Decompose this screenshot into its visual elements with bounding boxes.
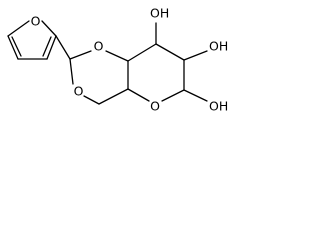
bond-o-bottom-acetal [69, 58, 74, 85]
bond-c4-c3 [155, 43, 185, 61]
bond-o-top-c4a [105, 50, 129, 62]
hydroxyl-groups: OH OH OH [150, 6, 228, 114]
dioxane-oxygen-bottom-label: O [74, 84, 84, 99]
bond-c2-oh [183, 89, 208, 102]
molecule-structure: O O O O OH OH [7, 6, 228, 114]
furan-ring: O [7, 14, 57, 60]
dioxane-oxygen-top-label: O [94, 39, 104, 54]
bond-c4a-c4 [127, 43, 157, 62]
furan-oxygen-label: O [31, 14, 41, 29]
bond-acetal-o-top [69, 50, 92, 60]
pyran-ring: O [127, 43, 185, 114]
pyran-oxygen-label: O [150, 99, 160, 114]
dioxane-ring: O O [69, 39, 129, 105]
bond-furan-c5-c4-double [11, 36, 22, 57]
hydroxyl-bottom-label: OH [209, 99, 228, 114]
hydroxyl-top-label: OH [150, 6, 169, 21]
bond-ch2-o-bottom [83, 95, 100, 105]
bond-furan-c3-c2 [46, 35, 57, 60]
bond-furan-c3-c2-double [42, 36, 52, 57]
molecule-canvas: O O O O OH OH [7, 5, 229, 114]
bond-furan-to-acetal [55, 35, 71, 60]
bond-c2-ring-o [161, 89, 185, 102]
bond-c8a-ch2 [98, 88, 129, 105]
bond-c3-oh [183, 50, 208, 61]
hydroxyl-middle-label: OH [209, 39, 228, 54]
bond-furan-c5-c4 [7, 35, 19, 60]
bond-ring-o-c8a [127, 88, 150, 102]
bond-furan-o-c5 [7, 20, 30, 37]
bond-furan-c2-o [41, 20, 57, 37]
